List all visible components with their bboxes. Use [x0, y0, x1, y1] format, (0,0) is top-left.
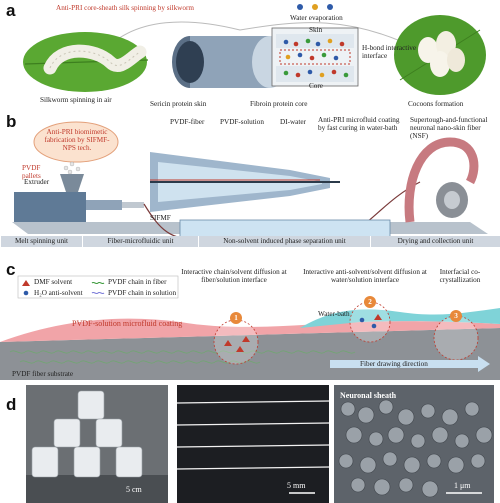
- legend-box: [17, 275, 179, 299]
- marker-1-label: 1: [234, 314, 238, 322]
- pvdf-chains: [9, 350, 356, 364]
- molecule-dots: [283, 38, 349, 78]
- marker-2-label: 2: [368, 298, 372, 306]
- extruder: [14, 192, 86, 222]
- legend-h2o: H₂O anti-solvent: [34, 289, 83, 297]
- legend-chain-solution: PVDF chain in solution: [108, 289, 177, 297]
- pvdf-pallets: [63, 161, 81, 175]
- panel-a-graphics: [23, 4, 486, 95]
- panel-b-label: b: [6, 112, 17, 131]
- zoom-circle-3: [433, 315, 479, 361]
- scale-5mm: 5 mm: [287, 481, 306, 490]
- sericin-label: Sericin protein skin: [150, 100, 207, 108]
- substrate-label: PVDF fiber substrate: [12, 370, 74, 378]
- panel-c-label: c: [6, 260, 16, 279]
- silkworm-label: Silkworm spinning in air: [40, 96, 112, 104]
- unit-drying: Drying and collection unit: [370, 236, 500, 247]
- sheath-label: Neuronal sheath: [340, 391, 397, 400]
- unit-microfluidic: Fiber-microfluidic unit: [82, 236, 198, 247]
- step2-label: Interactive anti-solvent/solvent diffusi…: [303, 268, 427, 284]
- dmf-legend-icon: [22, 280, 30, 286]
- zoom-circle-1: [213, 319, 259, 365]
- unit-nips: Non-solvent induced phase separation uni…: [198, 236, 370, 247]
- legend-chain-fiber: PVDF chain in fiber: [108, 278, 167, 286]
- chain-solution-legend-icon: [91, 291, 105, 295]
- spools-photo: 5 cm: [26, 385, 168, 503]
- marker-1: [230, 312, 242, 324]
- water-bath-label: Water-bath: [318, 310, 350, 318]
- skin-label: Skin: [309, 26, 323, 34]
- unit-melt: Melt spinning unit: [0, 236, 82, 247]
- di-water-label: DI-water: [280, 118, 306, 126]
- pvdf-pallets-label: PVDF pallets: [22, 164, 41, 180]
- fibroin-label: Fibroin protein core: [250, 100, 308, 108]
- pvdf-fiber-label: PVDF-fiber: [170, 118, 205, 126]
- scale-5cm: 5 cm: [126, 485, 142, 494]
- h2o-legend-icon: [23, 290, 29, 296]
- marker-2: [364, 296, 376, 308]
- legend-dmf: DMF solvent: [34, 278, 73, 286]
- panel-a-label: a: [6, 1, 16, 20]
- marker-3-label: 3: [454, 312, 458, 320]
- cocoons-label: Cocoons formation: [408, 100, 464, 108]
- marker-3: [450, 310, 462, 322]
- scale-1um: 1 μm: [454, 481, 471, 490]
- panel-a: a Anti-PRI core-sheath silk spinning by …: [0, 0, 500, 110]
- nsf-label: Supertough-and-functional neuronal nano-…: [410, 116, 488, 140]
- sifmf-label: SIFMF: [150, 214, 171, 222]
- silk-thread: [94, 21, 421, 63]
- cocoon: [430, 51, 450, 77]
- drawing-arrow: [330, 356, 490, 372]
- biomimetic-label: Anti-PRI biomimetic fabrication by SIFMF…: [44, 128, 110, 152]
- unit-bar: Melt spinning unit Fiber-microfluidic un…: [0, 236, 500, 247]
- cocoon: [447, 48, 465, 72]
- panel-b: b Anti-PRI biomimetic fabrication by SIF…: [0, 112, 500, 262]
- microfluid-label: PVDF-solution microfluid coating: [72, 319, 183, 328]
- solvent-molecules: [224, 314, 382, 352]
- fiber-closeup-photo: 5 mm: [177, 385, 329, 503]
- silkworm: [43, 44, 147, 75]
- core-label: Core: [309, 82, 323, 90]
- hbond-label: H-bond interactive interface: [362, 44, 417, 60]
- biomimetic-bubble: [33, 121, 119, 163]
- chain-fiber-legend-icon: [91, 281, 105, 285]
- drawing-label: Fiber drawing direction: [360, 360, 428, 368]
- pvdf-solution-label: PVDF-solution: [220, 118, 264, 126]
- panel-a-title: Anti-PRI core-sheath silk spinning by si…: [56, 4, 194, 12]
- step1-label: Interactive chain/solvent diffusion at f…: [181, 268, 287, 284]
- coating-label: Anti-PRI microfluid coating by fast curi…: [318, 116, 400, 132]
- panel-d-label: d: [6, 395, 17, 414]
- panel-c: c DMF solvent H₂O anti-solvent PVDF chai…: [0, 260, 500, 380]
- panel-d: d 5 cm: [0, 385, 500, 503]
- hopper: [60, 174, 84, 192]
- panel-b-graphics: [12, 121, 488, 247]
- water-evaporation-label: Water evaporation: [290, 14, 343, 22]
- nsf-coil: [404, 137, 479, 223]
- sem-photo: Neuronal sheath 1 μm: [334, 385, 494, 503]
- step3-label: Interfacial co-crystallization: [439, 268, 481, 284]
- extruder-label: Extruder: [24, 178, 50, 186]
- panel-c-graphics: [0, 275, 500, 380]
